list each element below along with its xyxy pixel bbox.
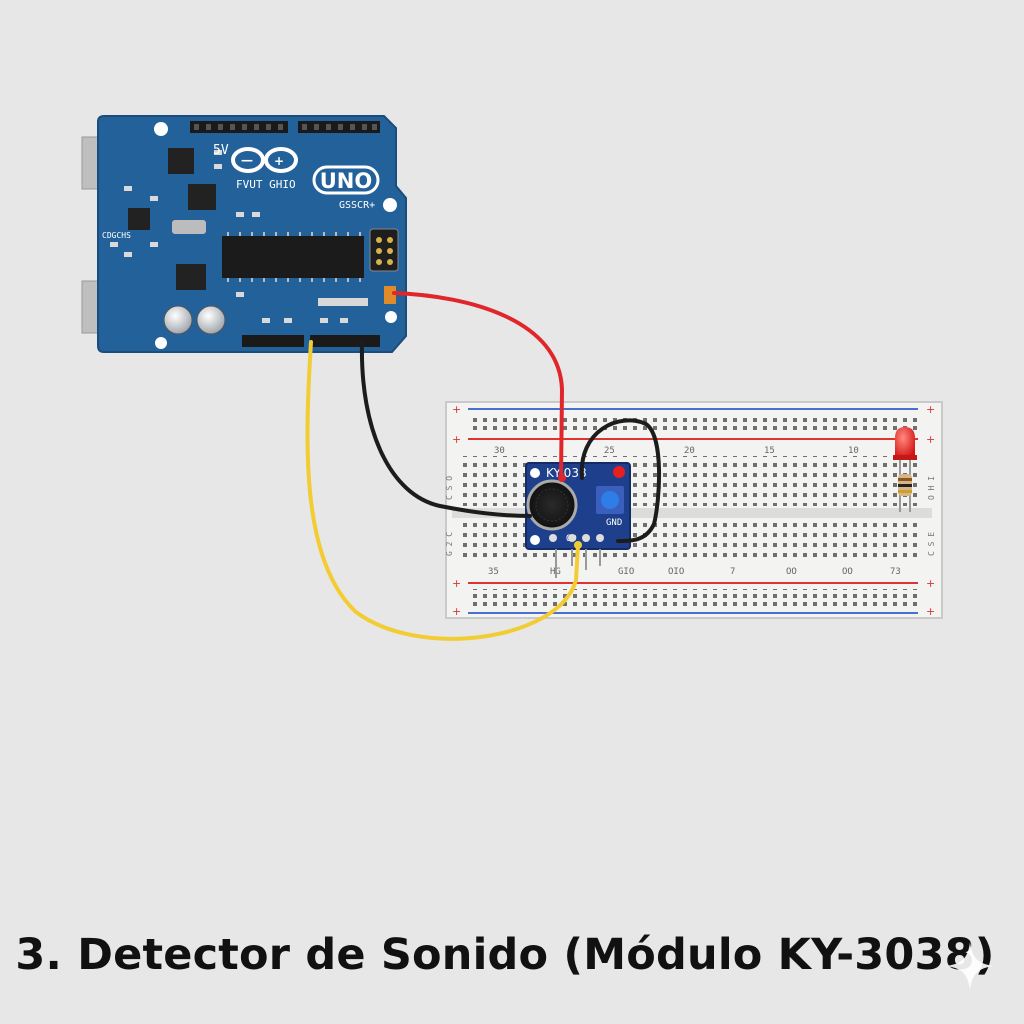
mount-hole: [154, 122, 168, 136]
capacitor: [196, 305, 226, 335]
red-led: [895, 427, 915, 458]
small-chip: [128, 208, 150, 230]
row-label: C S O: [445, 476, 454, 500]
board-small-text: GSSCR+: [339, 200, 375, 211]
reset-strip: [318, 298, 368, 306]
sensor-pin-label: GND: [606, 518, 622, 528]
svg-text:+: +: [274, 154, 284, 168]
uno-label: UNO: [320, 169, 372, 193]
ky-038-sound-sensor: KY-038 OD GND: [525, 462, 631, 578]
row-label: C S E: [927, 532, 936, 556]
power-header: [242, 335, 304, 347]
rail-plus: +: [452, 403, 461, 416]
center-channel: [452, 508, 932, 518]
icsp-header: [369, 228, 399, 272]
column-label: 25: [604, 446, 615, 456]
atmega-chip: [222, 236, 364, 278]
column-label: 7: [730, 567, 735, 577]
svg-text:—: —: [241, 153, 253, 167]
mount-hole: [530, 535, 540, 545]
small-chip: [176, 264, 206, 290]
board-side-text: CDGCHS: [102, 231, 131, 240]
column-label: OO: [842, 567, 853, 577]
mount-hole: [383, 198, 397, 212]
column-label: 10: [848, 446, 859, 456]
mount-hole: [530, 468, 540, 478]
arduino-logo: [231, 147, 298, 173]
sensor-name-label: KY-038: [546, 466, 587, 480]
red-wire: [392, 291, 565, 480]
top-power-rail: [468, 415, 918, 432]
arduino-uno-board: — + UNO 5V FVUT GHIO GSSCR+ CDGCHS: [81, 115, 407, 353]
column-label: 20: [684, 446, 695, 456]
rail-plus: +: [926, 433, 935, 446]
rail-plus: +: [452, 605, 461, 618]
column-label: GIO: [618, 567, 634, 577]
column-label: OIO: [668, 567, 684, 577]
wires: [305, 291, 662, 641]
board-pin-text: FVUT GHIO: [236, 178, 296, 191]
rail-plus: +: [926, 577, 935, 590]
rail-plus: +: [926, 403, 935, 416]
sparkle-icon: [946, 942, 994, 990]
regulator-chip: [188, 184, 216, 210]
rail-plus: +: [926, 605, 935, 618]
bottom-power-rail: [468, 589, 918, 606]
row-label: O H I: [927, 476, 936, 500]
uno-badge: [312, 165, 380, 195]
row-label: G 2 C: [445, 532, 454, 556]
column-label: 35: [488, 567, 499, 577]
analog-header: [310, 335, 380, 347]
yellow-wire: [305, 340, 580, 641]
rail-plus: +: [452, 433, 461, 446]
column-label: 30: [494, 446, 505, 456]
column-label: 73: [890, 567, 901, 577]
breadboard: + + + + + + + + 30 25 20 15 10 35 HG GIO…: [445, 401, 943, 619]
crystal: [172, 220, 206, 234]
microphone: [526, 479, 578, 531]
page-title: 3. Detector de Sonido (Módulo KY-3038): [15, 930, 995, 980]
digital-header-1: [190, 121, 288, 133]
black-wire-loop: [579, 418, 662, 543]
column-label: 15: [764, 446, 775, 456]
pin-marker: [384, 286, 396, 304]
capacitor: [163, 305, 193, 335]
black-wire: [359, 340, 532, 518]
led-resistor-group: [893, 427, 917, 512]
mount-hole: [155, 337, 167, 349]
voltage-label: 5V: [213, 143, 229, 158]
sensor-led: [613, 466, 625, 478]
rail-plus: +: [452, 577, 461, 590]
column-label: OO: [786, 567, 797, 577]
usb-chip: [168, 148, 194, 174]
mount-hole: [385, 311, 397, 323]
